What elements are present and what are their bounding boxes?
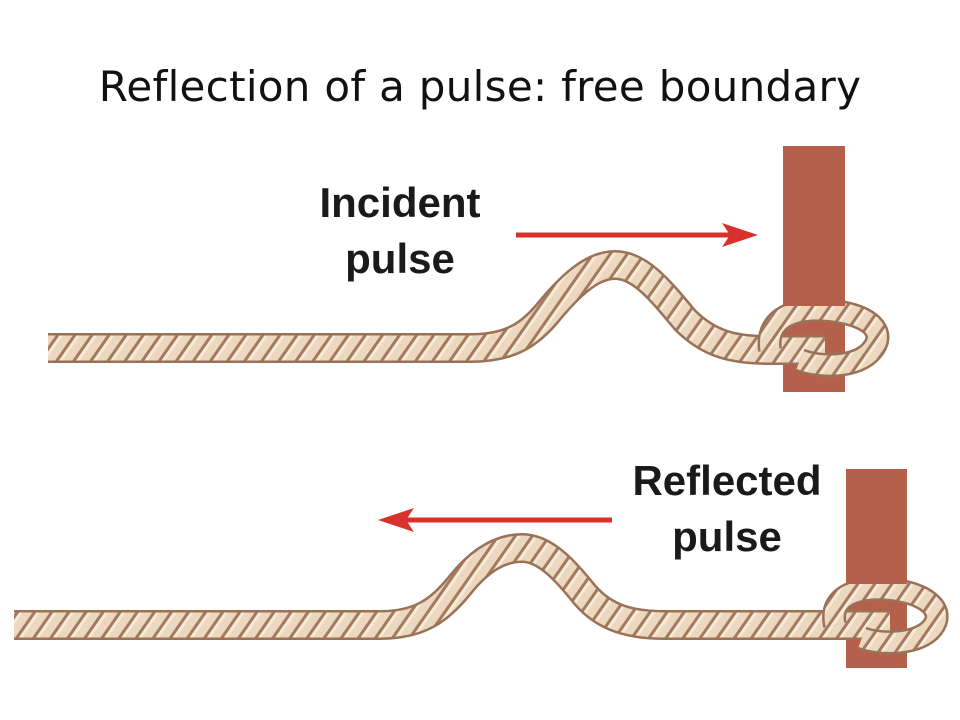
incident-arrow [516,223,758,247]
incident-label-line2: pulse [345,235,455,282]
bottom-post-front [846,469,907,584]
slide-title: Reflection of a pulse: free boundary [98,62,862,111]
reflected-pulse-label: Reflected pulse [612,453,842,565]
top-post-front [783,146,845,306]
reflected-label-line1: Reflected [632,457,822,504]
bottom-rope [14,532,949,655]
reflected-label-line2: pulse [672,513,782,560]
incident-label-line1: Incident [319,179,481,226]
top-rope [48,249,890,378]
reflected-arrow [378,508,612,532]
incident-pulse-label: Incident pulse [300,175,500,287]
